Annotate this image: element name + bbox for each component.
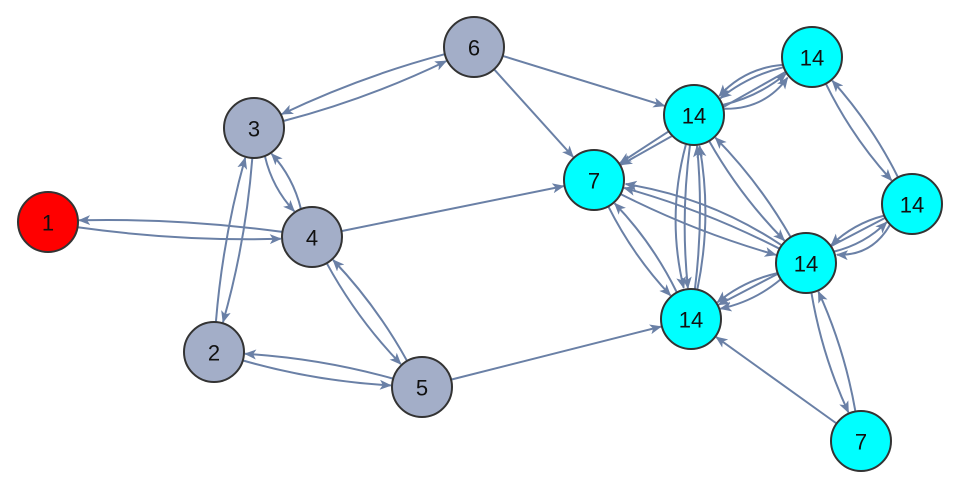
edge-n7b-to-n14d xyxy=(817,290,857,412)
edge-n14e-to-n14d xyxy=(835,224,891,261)
edge-n4-to-n5 xyxy=(325,262,402,365)
node-circle[interactable] xyxy=(391,356,453,418)
node-label: 4 xyxy=(306,226,318,251)
edge-n14c-to-n7a xyxy=(613,202,678,293)
node-circle[interactable] xyxy=(663,84,725,146)
node-n6[interactable]: 6 xyxy=(443,16,505,78)
node-n14c[interactable]: 14 xyxy=(660,288,722,350)
edge-n4-to-n3 xyxy=(270,153,302,210)
node-label: 3 xyxy=(248,117,260,142)
edge-n2-to-n5 xyxy=(242,359,392,390)
edge-n5-to-n4 xyxy=(332,259,408,362)
edge-n6-to-n7a xyxy=(493,68,574,158)
node-n3[interactable]: 3 xyxy=(223,97,285,159)
edge-n14b-to-n14a xyxy=(718,63,783,97)
node-label: 14 xyxy=(682,104,706,129)
edge-n2-to-n3 xyxy=(214,156,248,322)
node-n2[interactable]: 2 xyxy=(183,321,245,383)
edge-n3-to-n2 xyxy=(221,158,254,324)
edge-n14d-to-n7a xyxy=(623,186,780,250)
edge-n14d-to-n14a xyxy=(714,136,792,238)
node-n14e[interactable]: 14 xyxy=(881,173,943,235)
edge-n14e-to-n14b xyxy=(831,79,899,178)
node-label: 6 xyxy=(468,36,480,61)
edge-n3-to-n6 xyxy=(283,60,448,122)
node-n14a[interactable]: 14 xyxy=(663,84,725,146)
edge-n5-to-n14c xyxy=(450,324,662,381)
edge-n5-to-n2 xyxy=(244,349,394,380)
node-circle[interactable] xyxy=(443,16,505,78)
edge-n14c-to-n14a xyxy=(693,145,704,290)
node-n5[interactable]: 5 xyxy=(391,356,453,418)
node-label: 1 xyxy=(42,211,54,236)
node-n14d[interactable]: 14 xyxy=(775,232,837,294)
edge-n6-to-n14a xyxy=(502,54,666,108)
node-label: 14 xyxy=(800,46,824,71)
edge-n7b-to-n14c xyxy=(715,336,838,425)
node-n4[interactable]: 4 xyxy=(281,206,343,268)
edge-n6-to-n3 xyxy=(280,53,445,116)
node-circle[interactable] xyxy=(223,97,285,159)
node-circle[interactable] xyxy=(563,149,625,211)
node-n7a[interactable]: 7 xyxy=(563,149,625,211)
edge-n7a-to-n14c xyxy=(607,206,672,297)
node-circle[interactable] xyxy=(660,288,722,350)
node-n7b[interactable]: 7 xyxy=(830,410,892,472)
node-circle[interactable] xyxy=(17,191,79,253)
node-label: 2 xyxy=(208,341,220,366)
edge-n1-to-n4 xyxy=(77,226,282,245)
nodes-layer: 1 2 3 4 5 6 7 7 14 14 14 14 14 xyxy=(17,16,943,472)
edge-n14b-to-n14e xyxy=(825,83,893,182)
node-circle[interactable] xyxy=(830,410,892,472)
node-label: 14 xyxy=(794,252,818,277)
edge-n14c-to-n14a xyxy=(696,145,707,290)
node-circle[interactable] xyxy=(881,173,943,235)
edge-n14a-to-n7a xyxy=(619,130,670,164)
edge-n14a-to-n14c xyxy=(681,144,692,289)
node-label: 7 xyxy=(855,430,867,455)
edge-n4-to-n1 xyxy=(78,215,283,233)
node-circle[interactable] xyxy=(781,26,843,88)
node-label: 14 xyxy=(679,308,703,333)
edge-n14a-to-n14c xyxy=(674,144,687,289)
edge-n4-to-n7a xyxy=(341,183,565,233)
edge-n14d-to-n7b xyxy=(810,292,850,414)
node-circle[interactable] xyxy=(183,321,245,383)
edge-n14a-to-n14b xyxy=(724,76,789,110)
node-n1[interactable]: 1 xyxy=(17,191,79,253)
node-circle[interactable] xyxy=(281,206,343,268)
edge-n7a-to-n14d xyxy=(620,193,777,257)
node-label: 14 xyxy=(900,193,924,218)
edge-n14d-to-n14c xyxy=(719,278,782,312)
edge-n14d-to-n7a xyxy=(624,180,782,246)
edge-n3-to-n4 xyxy=(263,155,296,213)
node-label: 7 xyxy=(588,169,600,194)
node-label: 5 xyxy=(416,376,428,401)
edge-n14e-to-n14d xyxy=(830,214,885,246)
edge-n14a-to-n14d xyxy=(708,140,786,242)
node-circle[interactable] xyxy=(775,232,837,294)
node-n14b[interactable]: 14 xyxy=(781,26,843,88)
